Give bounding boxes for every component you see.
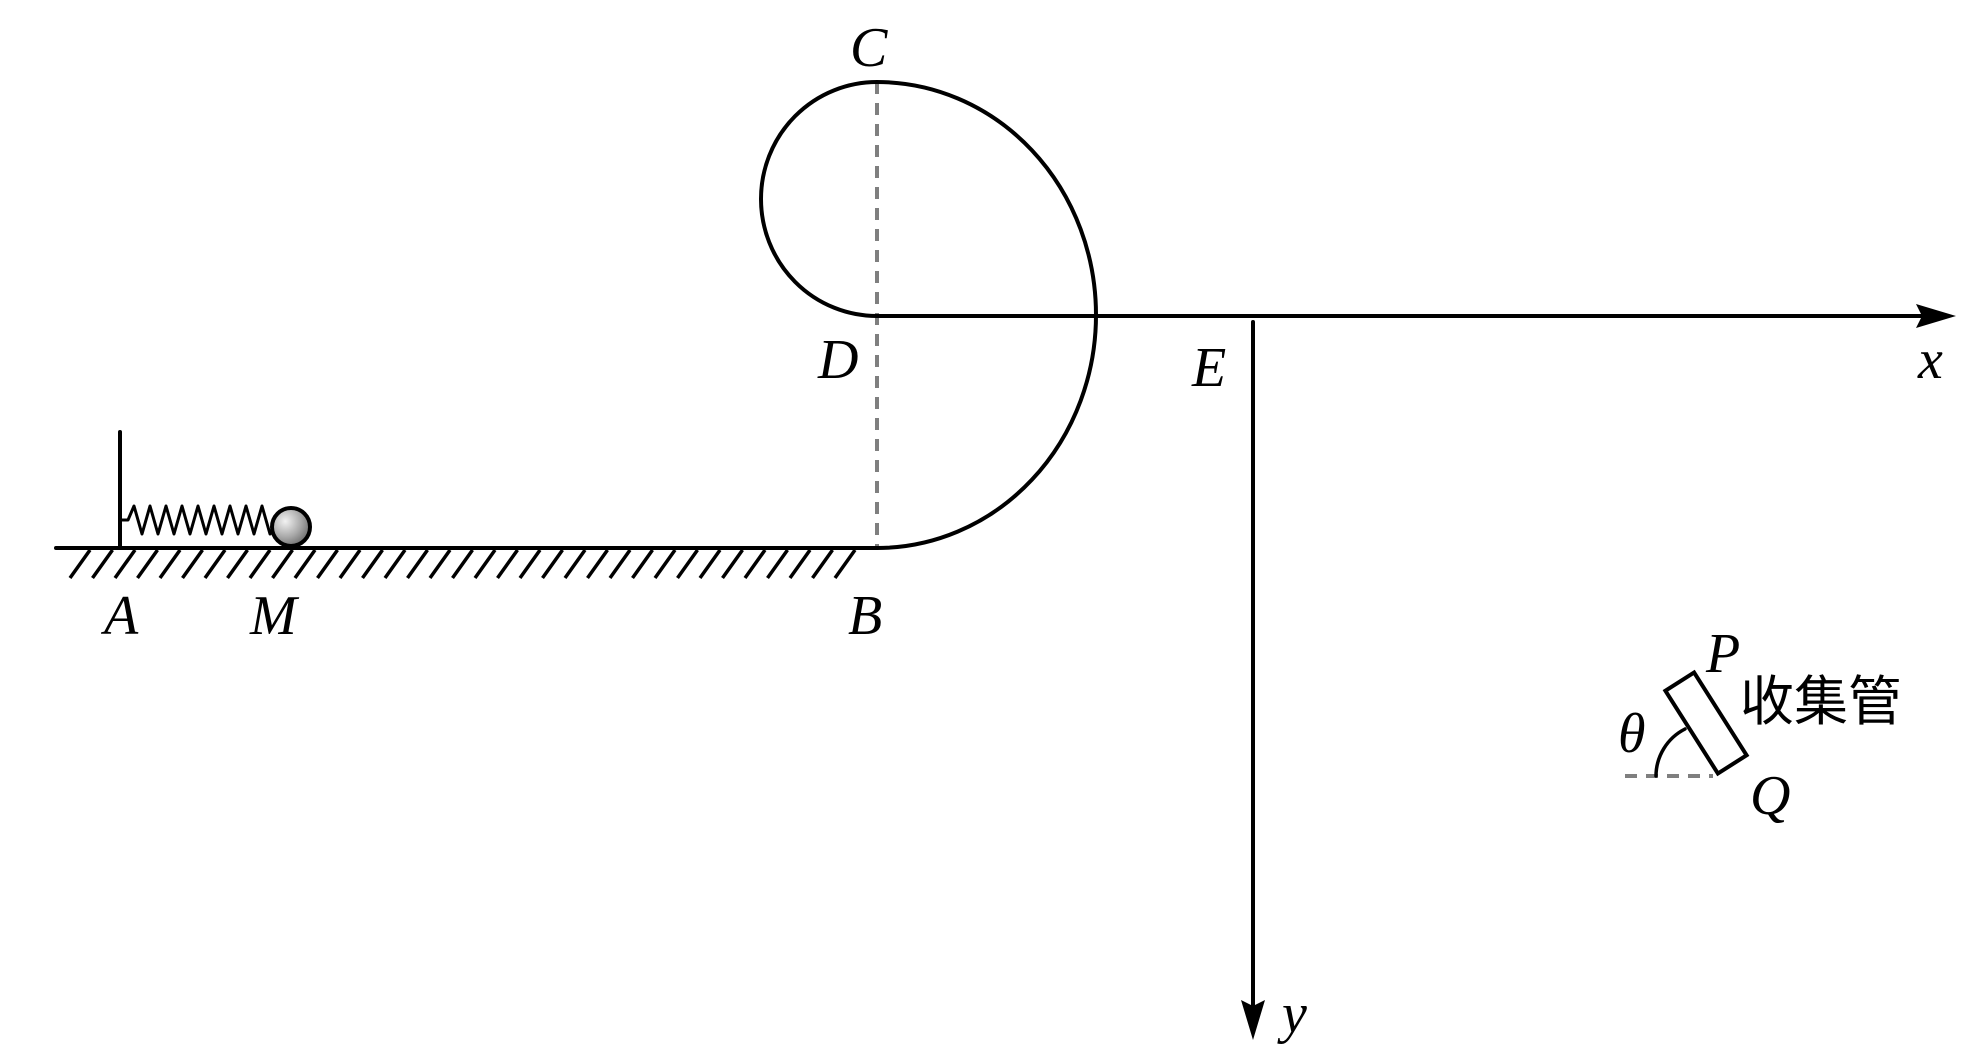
hatch-tick <box>811 548 834 580</box>
hatch-tick <box>406 548 429 580</box>
label-c: C <box>850 17 888 79</box>
hatch-tick <box>586 548 609 580</box>
hatch-tick <box>833 548 857 580</box>
hatch-tick <box>226 548 249 580</box>
hatch-tick <box>428 548 452 580</box>
hatch-tick <box>541 548 564 580</box>
hatch-tick <box>698 548 722 580</box>
label-e: E <box>1191 337 1226 399</box>
label-y-axis: y <box>1277 983 1307 1045</box>
hatch-tick <box>766 548 789 580</box>
label-p: P <box>1705 623 1740 685</box>
loop-track <box>759 80 1098 550</box>
hatch-tick <box>563 548 587 580</box>
hatch-tick <box>496 548 519 580</box>
hatch-tick <box>248 548 272 580</box>
hatch-tick <box>473 548 497 580</box>
hatch-tick <box>338 548 362 580</box>
label-x-axis: x <box>1917 329 1943 391</box>
label-collector: 收集管 <box>1740 670 1902 733</box>
hatch-tick <box>113 548 137 580</box>
hatch-tick <box>181 548 204 580</box>
hatch-tick <box>361 548 384 580</box>
hatch-tick <box>293 548 317 580</box>
label-a: A <box>100 585 139 647</box>
collector-tube <box>1625 669 1750 778</box>
ground-hatching <box>68 548 857 580</box>
hatch-tick <box>721 548 744 580</box>
spring <box>118 504 278 536</box>
hatch-tick <box>676 548 699 580</box>
label-m: M <box>249 585 300 647</box>
hatch-tick <box>316 548 339 580</box>
ball <box>270 506 312 548</box>
hatch-tick <box>653 548 677 580</box>
hatch-tick <box>271 548 294 580</box>
label-b: B <box>848 585 882 647</box>
hatch-tick <box>383 548 407 580</box>
hatch-tick <box>743 548 767 580</box>
theta-angle-arc <box>1654 727 1687 778</box>
hatch-tick <box>788 548 812 580</box>
hatch-tick <box>91 548 114 580</box>
label-d: D <box>817 329 858 391</box>
hatch-tick <box>518 548 542 580</box>
hatch-tick <box>631 548 654 580</box>
hatch-tick <box>158 548 182 580</box>
hatch-tick <box>608 548 632 580</box>
hatch-tick <box>451 548 474 580</box>
tube-rect <box>1662 669 1750 777</box>
hatch-tick <box>203 548 227 580</box>
y-axis-arrow-icon <box>1241 1000 1265 1040</box>
hatch-tick <box>136 548 159 580</box>
x-axis-arrow-icon <box>1916 304 1956 328</box>
hatch-tick <box>68 548 92 580</box>
label-theta: θ <box>1618 703 1646 765</box>
label-q: Q <box>1750 765 1790 827</box>
